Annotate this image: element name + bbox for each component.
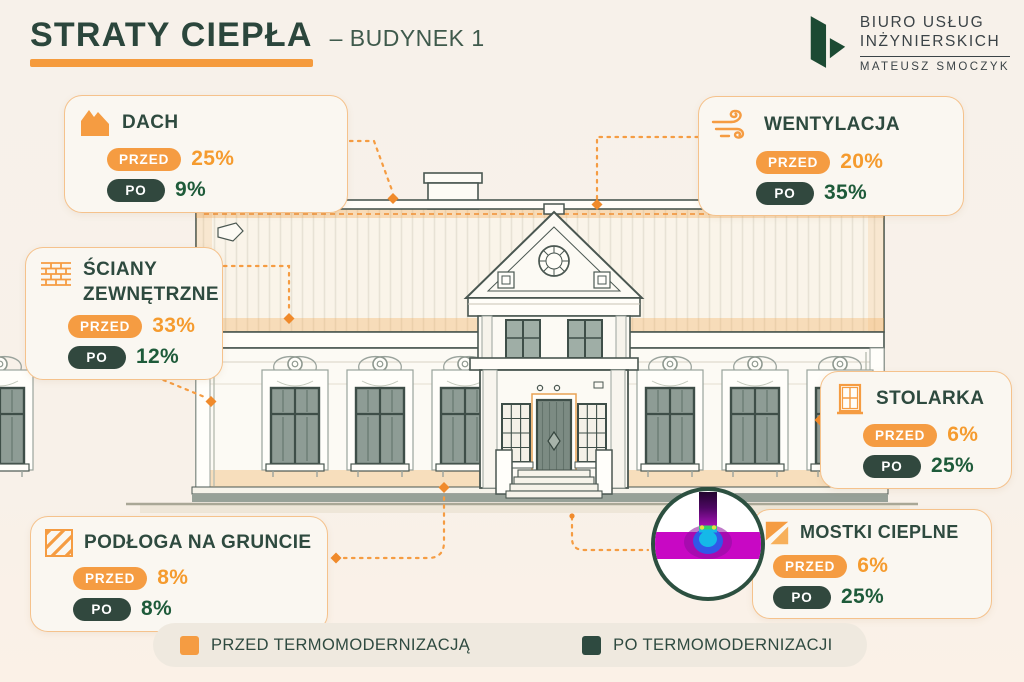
entrance-door — [531, 393, 577, 485]
callout-label: MOSTKI CIEPLNE — [800, 522, 959, 543]
logo-mark-icon — [810, 16, 846, 68]
legend-przed-label: PRZED TERMOMODERNIZACJĄ — [211, 635, 471, 654]
przed-badge: PRZED — [773, 554, 848, 578]
legend-po-swatch — [582, 635, 602, 655]
entrance-portico — [479, 369, 629, 499]
page-title: STRATY CIEPŁA — [30, 16, 313, 54]
logo-line2: INŻYNIERSKICH — [859, 33, 1001, 51]
wing-windows — [0, 355, 875, 479]
legend: PRZED TERMOMODERNIZACJĄ PO TERMOMODERNIZ… — [153, 623, 867, 667]
callout-label: DACH — [122, 111, 179, 133]
central-pediment — [463, 203, 645, 299]
wind-icon — [711, 107, 755, 143]
po-badge: PO — [107, 178, 165, 202]
central-upper-floor — [467, 297, 641, 371]
przed-badge: PRZED — [107, 147, 182, 171]
connector-podloga — [334, 491, 446, 560]
legend-przed-swatch — [180, 635, 199, 655]
po-value: 25% — [841, 585, 884, 608]
title-underline — [30, 59, 313, 68]
po-value: 35% — [824, 181, 867, 204]
ground-line — [126, 502, 918, 513]
connector-dach — [348, 139, 395, 195]
przed-badge: PRZED — [73, 566, 148, 590]
callout-stolarka: STOLARKA PRZED 6% PO 25% — [820, 371, 1012, 489]
connector-mostki — [570, 515, 650, 552]
po-badge: PO — [773, 585, 831, 609]
roof-icon — [77, 106, 113, 140]
callout-label: STOLARKA — [876, 387, 985, 409]
po-value: 9% — [175, 178, 206, 201]
callout-podloga-na-gruncie: PODŁOGA NA GRUNCIE PRZED 8% PO 8% — [30, 516, 328, 632]
page-subtitle: – BUDYNEK 1 — [329, 25, 485, 51]
header: STRATY CIEPŁA – BUDYNEK 1 — [30, 16, 485, 68]
przed-value: 33% — [152, 314, 196, 338]
przed-value: 8% — [157, 566, 189, 589]
po-badge: PO — [756, 181, 814, 205]
legend-item-po: PO TERMOMODERNIZACJI — [582, 635, 833, 655]
brick-wall-icon — [38, 258, 74, 288]
callout-wentylacja: WENTYLACJA PRZED 20% PO 35% — [698, 96, 964, 216]
connector-sciany-1 — [222, 264, 291, 315]
connector-wentylacja — [595, 135, 700, 201]
company-logo: BIURO USŁUG INŻYNIERSKICH MATEUSZ SMOCZY… — [805, 13, 1010, 73]
po-badge: PO — [68, 345, 126, 369]
po-value: 8% — [141, 597, 172, 620]
po-badge: PO — [73, 597, 131, 621]
po-value: 12% — [136, 345, 179, 369]
przed-badge: PRZED — [68, 314, 143, 338]
callout-label: ŚCIANY ZEWNĘTRZNE — [83, 259, 219, 305]
przed-value: 25% — [191, 147, 235, 170]
przed-value: 6% — [947, 423, 979, 446]
thermal-bridge-icon — [763, 519, 791, 547]
legend-po-label: PO TERMOMODERNIZACJI — [613, 635, 833, 654]
connector-sciany-2 — [154, 375, 209, 400]
przed-badge: PRZED — [756, 150, 831, 174]
entrance-steps — [495, 449, 613, 499]
hatched-floor-icon — [43, 527, 75, 559]
legend-item-przed: PRZED TERMOMODERNIZACJĄ — [180, 635, 471, 655]
przed-value: 20% — [840, 150, 884, 173]
przed-badge: PRZED — [863, 423, 938, 447]
logo-line1: BIURO USŁUG — [859, 14, 985, 31]
thermal-bridge-thermogram — [651, 487, 765, 601]
callout-dach: DACH PRZED 25% PO 9% — [64, 95, 348, 213]
window-icon — [833, 382, 867, 416]
po-badge: PO — [863, 454, 921, 478]
callout-label: WENTYLACJA — [764, 113, 900, 135]
callout-mostki-cieplne: MOSTKI CIEPLNE PRZED 6% PO 25% — [752, 509, 992, 619]
callout-sciany-zewnetrzne: ŚCIANY ZEWNĘTRZNE PRZED 33% PO 12% — [25, 247, 223, 381]
przed-value: 6% — [857, 554, 889, 577]
logo-person-name: MATEUSZ SMOCZYK — [859, 61, 1010, 74]
callout-label: PODŁOGA NA GRUNCIE — [84, 531, 312, 553]
logo-divider — [859, 55, 1010, 58]
po-value: 25% — [931, 454, 974, 477]
